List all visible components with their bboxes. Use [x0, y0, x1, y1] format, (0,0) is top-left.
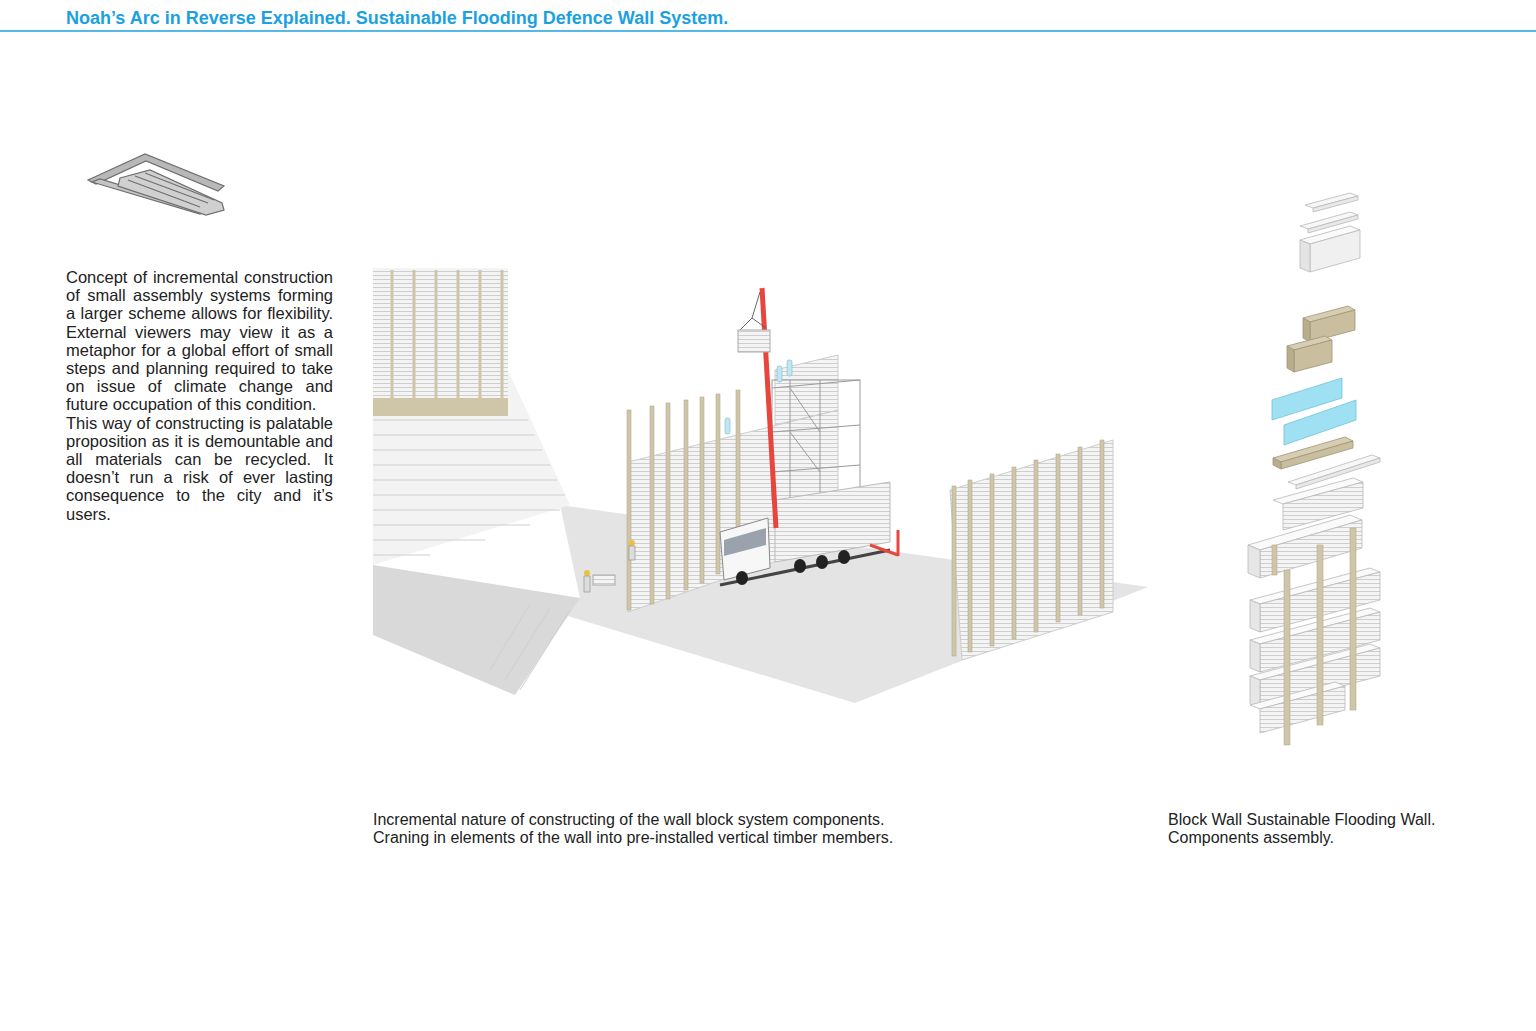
completed-wall — [950, 440, 1113, 660]
page-title: Noah’s Arc in Reverse Explained. Sustain… — [66, 8, 728, 29]
site-ground — [373, 370, 1148, 703]
concept-text: Concept of incremental construction of s… — [66, 268, 333, 414]
figure-caption-group: Block Wall Sustainable Flooding Wall.Com… — [1168, 811, 1528, 847]
header-rule — [0, 30, 1536, 32]
figure-caption: Block Wall Sustainable Flooding Wall. — [1168, 811, 1528, 829]
crane-truck — [720, 288, 898, 585]
plan-icon — [88, 154, 224, 215]
concept-text-group: Concept of incremental construction of s… — [66, 268, 333, 523]
figure-caption: Craning in elements of the wall into pre… — [373, 829, 1093, 847]
existing-wall — [373, 268, 508, 416]
figure-caption: Components assembly. — [1168, 829, 1528, 847]
figure-caption-group: Incremental nature of constructing of th… — [373, 811, 1093, 847]
wall-under-construction — [627, 355, 860, 612]
component-stack — [1248, 193, 1380, 745]
figure-caption: Incremental nature of constructing of th… — [373, 811, 1093, 829]
workers — [584, 540, 635, 592]
concept-text: This way of constructing is palatable pr… — [66, 414, 333, 523]
